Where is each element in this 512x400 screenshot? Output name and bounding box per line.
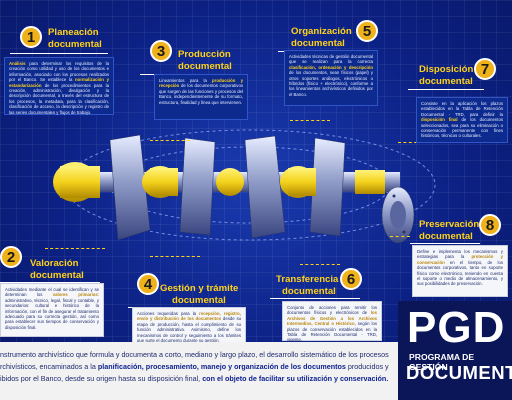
step-8-badge: 8: [479, 214, 501, 236]
step-1-badge: 1: [20, 26, 42, 48]
step-2-text-b: Actividades mediante el cual se identifi…: [5, 287, 99, 298]
step-2-text-d: : administrativo, técnico, legal, fiscal…: [5, 292, 99, 330]
step-1-keyword-a: Análisis: [9, 61, 26, 66]
step-7-badge: 7: [474, 58, 496, 80]
step-5-text-d: de los documentos, sean físicos (papel) …: [289, 70, 373, 97]
footer-line-2: rchivísticos, encaminados a la planifica…: [0, 361, 395, 373]
connector-7: [398, 142, 428, 143]
footer-line-3a: ibidos por el Banco, desde su origen has…: [0, 374, 203, 383]
footer-line-1: nstrumento archivístico que formula y do…: [0, 350, 389, 359]
step-2-keyword-c: valores primarios: [52, 292, 98, 298]
step-7-title-line1: Disposición: [419, 64, 474, 75]
step-6-text-b: Conjunto de acciones para remitir los do…: [287, 305, 377, 316]
step-6-badge: 6: [340, 268, 362, 290]
step-5-keyword-c: clasificación, ordenación y descripción: [289, 64, 373, 70]
step-6-title-line1: Transferencia: [276, 274, 339, 285]
connector-3: [150, 140, 190, 141]
pgd-logo-background: [398, 301, 512, 400]
step-7-text-d: de los documentos seleccionados, sea par…: [421, 117, 503, 139]
connector-2: [45, 248, 105, 249]
step-8-keyword-c: protección y conservación: [417, 254, 503, 265]
step-5-title-line1: Organización: [291, 26, 352, 37]
step-1-text-b: para determinar los requisitos de la cre…: [9, 61, 109, 83]
step-6-text-d: , según los plazos de conservación estab…: [287, 321, 377, 343]
step-1-text-d: de los procedimientos para la creación, …: [9, 82, 109, 115]
step-8-description: Define e implementa los mecanismos y est…: [412, 245, 508, 297]
step-8-title-line2: documental: [419, 231, 473, 242]
step-1-title-line1: Planeación: [48, 27, 99, 38]
step-5-badge: 5: [356, 20, 378, 42]
step-8-title-line1: Preservación: [419, 219, 480, 230]
step-5-title-line2: documental: [291, 38, 345, 49]
step-6-title-line2: documental: [282, 286, 336, 297]
connector-4: [150, 256, 200, 257]
step-4-title-line2: documental: [172, 295, 226, 306]
step-1-underline: [10, 53, 108, 54]
step-6-keyword-c: los Archivos de Gestión a los Archivos I…: [287, 310, 377, 327]
step-2-title-line1: Valoración: [30, 258, 79, 269]
step-2-title-line2: documental: [30, 270, 84, 281]
step-1-description: Análisis para determinar los requisitos …: [4, 57, 114, 115]
step-3-keyword-c: producción y recepción: [159, 78, 243, 89]
step-5-text-b: Actividades técnicas de gestión document…: [289, 54, 373, 65]
pgd-logo-acronym: PGD: [407, 303, 506, 352]
pgd-logo-line2: DOCUMENTAL: [406, 362, 512, 383]
step-1-keyword-c: normalización y estandarización: [9, 77, 109, 88]
footer-line-3b: con el objeto de facilitar su utilizació…: [202, 374, 389, 383]
step-7-underline: [408, 89, 484, 90]
step-4-badge: 4: [137, 273, 159, 295]
footer-description: nstrumento archivístico que formula y do…: [0, 349, 395, 385]
footer-line-2b: planificación, procesamiento, manejo y o…: [97, 362, 346, 371]
step-1-title-line2: documental: [48, 39, 102, 50]
step-7-keyword-c: disposición final: [421, 117, 458, 123]
step-2-badge: 2: [0, 246, 22, 268]
step-3-text-b: Lineamientos para la: [159, 78, 213, 83]
step-3-badge: 3: [150, 40, 172, 62]
footer-line-2c: producidos y: [345, 362, 389, 371]
pgd-logo-line1: PROGRAMA DE GESTIÓN: [409, 352, 475, 372]
step-7-title-line2: documental: [419, 76, 473, 87]
step-3-text-d: de los documentos corporativos que surge…: [159, 83, 243, 105]
step-4-title-line1: Gestión y trámite: [160, 283, 239, 294]
step-8-text-b: Define e implementa los mecanismos y est…: [417, 249, 503, 260]
step-3-title-line1: Producción: [178, 49, 231, 60]
step-7-description: Consiste en la aplicación los plazos est…: [416, 97, 508, 143]
connector-5: [290, 120, 330, 121]
step-4-keyword-c: recepción, registro, envío y distribució…: [137, 311, 241, 322]
step-3-title-line2: documental: [178, 61, 232, 72]
step-8-text-d: en el tiempo, de los documentos corporat…: [417, 259, 503, 287]
step-4-description: Acciones requeridas para la recepción, r…: [132, 307, 246, 343]
step-4-text-b: Acciones requeridas para la: [137, 311, 200, 316]
step-5-description: Actividades técnicas de gestión document…: [284, 50, 378, 106]
step-6-underline: [270, 298, 360, 299]
step-8-underline: [410, 243, 480, 244]
footer-line-3: ibidos por el Banco, desde su origen has…: [0, 373, 395, 385]
connector-8: [390, 236, 410, 237]
step-6-description: Conjunto de acciones para remitir los do…: [282, 301, 382, 343]
step-4-text-d: desde su etapa de producción, hasta el c…: [137, 316, 242, 344]
step-2-description: Actividades mediante el cual se identifi…: [0, 283, 104, 337]
step-7-text-b: Consiste en la aplicación los plazos est…: [421, 101, 503, 117]
step-3-description: Lineamientos para la producción y recepc…: [154, 74, 248, 120]
footer-line-2a: rchivísticos, encaminados a la: [0, 362, 98, 371]
step-2-underline: [0, 282, 100, 283]
connector-6: [300, 264, 340, 265]
